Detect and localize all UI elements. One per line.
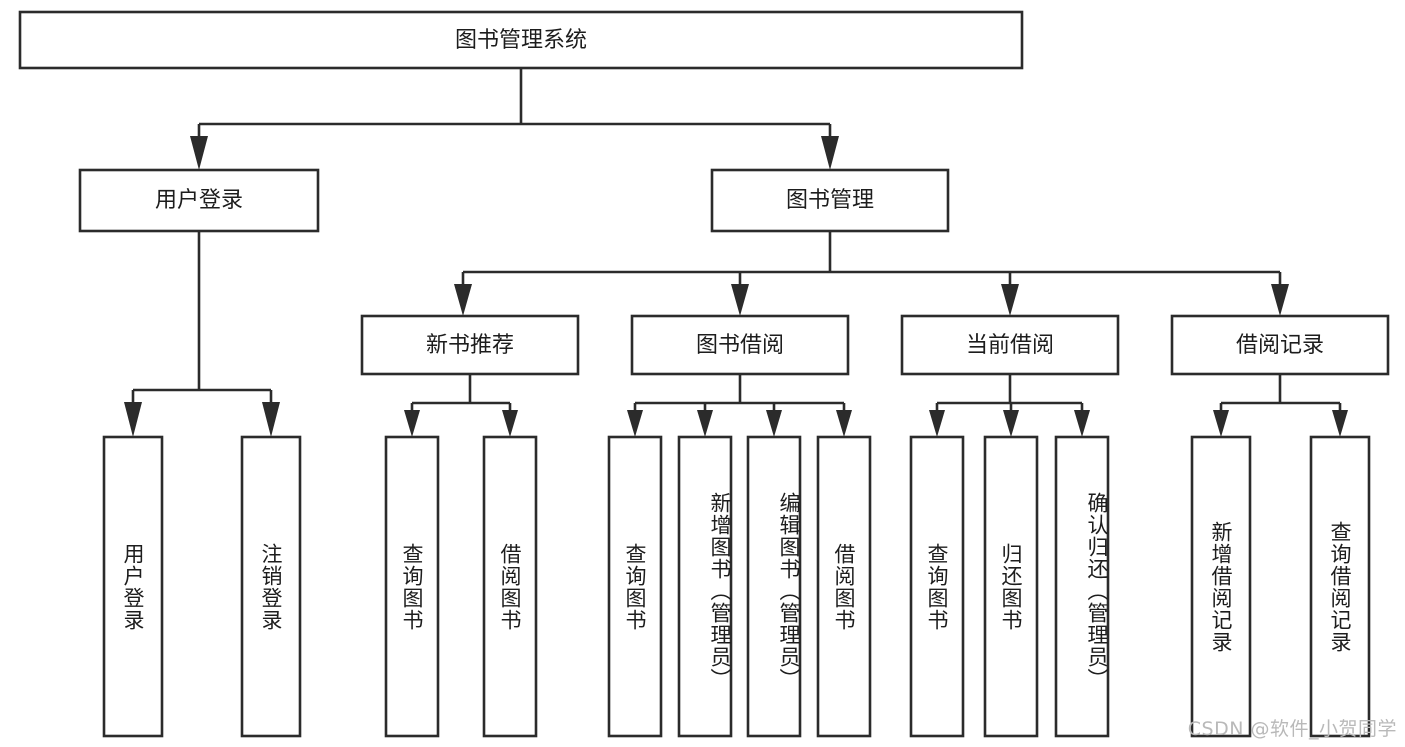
arrow-head-leaf-return-book [1003, 410, 1019, 437]
node-root[interactable]: 图书管理系统 [18, 10, 1024, 70]
connector-group-root [190, 68, 839, 170]
node-leaf-borrow-book-1-box[interactable] [482, 435, 538, 738]
node-book-manage[interactable]: 图书管理 [710, 168, 950, 233]
connector-group-current-borrow [929, 374, 1090, 437]
connector-group-borrow-record [1213, 374, 1348, 437]
arrow-head-new-book-recommend [454, 284, 472, 316]
node-book-manage-label: 图书管理 [786, 188, 874, 213]
arrow-head-leaf-user-login [124, 402, 142, 437]
node-borrow-record[interactable]: 借阅记录 [1170, 314, 1390, 376]
arrow-head-leaf-query-book-1 [404, 410, 420, 437]
node-leaf-query-book-1-box[interactable] [384, 435, 440, 738]
node-user-login-box[interactable] [78, 168, 320, 233]
arrow-head-leaf-confirm-return [1074, 410, 1090, 437]
node-current-borrow[interactable]: 当前借阅 [900, 314, 1120, 376]
node-leaf-logout-box[interactable] [240, 435, 302, 738]
arrow-head-borrow-record [1271, 284, 1289, 316]
node-root-label: 图书管理系统 [455, 28, 587, 53]
arrow-head-leaf-borrow-book-2 [836, 410, 852, 437]
node-new-book-recommend[interactable]: 新书推荐 [360, 314, 580, 376]
node-leaf-confirm-return-box[interactable] [1054, 435, 1110, 738]
arrow-head-leaf-query-record [1332, 410, 1348, 437]
node-borrow-record-box[interactable] [1170, 314, 1390, 376]
node-leaf-add-record-box[interactable] [1190, 435, 1252, 738]
node-leaf-add-book-box[interactable] [677, 435, 733, 738]
node-book-borrow[interactable]: 图书借阅 [630, 314, 850, 376]
arrow-head-user-login [190, 136, 208, 170]
node-book-manage-box[interactable] [710, 168, 950, 233]
node-book-borrow-box[interactable] [630, 314, 850, 376]
arrow-head-book-manage [821, 136, 839, 170]
arrow-head-leaf-logout [262, 402, 280, 437]
connector-group-new-book-recommend [404, 374, 518, 437]
node-current-borrow-label: 当前借阅 [966, 333, 1054, 358]
node-user-login[interactable]: 用户登录 [78, 168, 320, 233]
node-leaf-edit-book-box[interactable] [746, 435, 802, 738]
node-book-borrow-label: 图书借阅 [696, 333, 784, 358]
node-new-book-recommend-box[interactable] [360, 314, 580, 376]
connector-group-book-borrow [627, 374, 852, 437]
arrow-head-leaf-query-book-2 [627, 410, 643, 437]
node-leaf-query-book-3-box[interactable] [909, 435, 965, 738]
node-leaf-query-record-box[interactable] [1309, 435, 1371, 738]
node-leaf-borrow-book-2-box[interactable] [816, 435, 872, 738]
arrow-head-leaf-query-book-3 [929, 410, 945, 437]
csdn-watermark: CSDN @软件_小贺同学 [1187, 718, 1397, 740]
node-borrow-record-label: 借阅记录 [1236, 333, 1324, 358]
arrow-head-book-borrow [731, 284, 749, 316]
connector-group-user-login [124, 231, 280, 437]
arrow-head-leaf-edit-book [766, 410, 782, 437]
node-current-borrow-box[interactable] [900, 314, 1120, 376]
node-leaf-return-book-box[interactable] [983, 435, 1039, 738]
node-user-login-label: 用户登录 [155, 188, 243, 213]
node-leaf-query-book-2-box[interactable] [607, 435, 663, 738]
connector-group-book-manage [454, 231, 1289, 316]
arrow-head-leaf-add-record [1213, 410, 1229, 437]
arrow-head-leaf-borrow-book-1 [502, 410, 518, 437]
leaf-boxes [102, 435, 1371, 738]
arrow-head-leaf-add-book [697, 410, 713, 437]
node-root-box[interactable] [18, 10, 1024, 70]
arrow-head-current-borrow [1001, 284, 1019, 316]
node-leaf-user-login-box[interactable] [102, 435, 164, 738]
node-new-book-recommend-label: 新书推荐 [426, 333, 514, 358]
